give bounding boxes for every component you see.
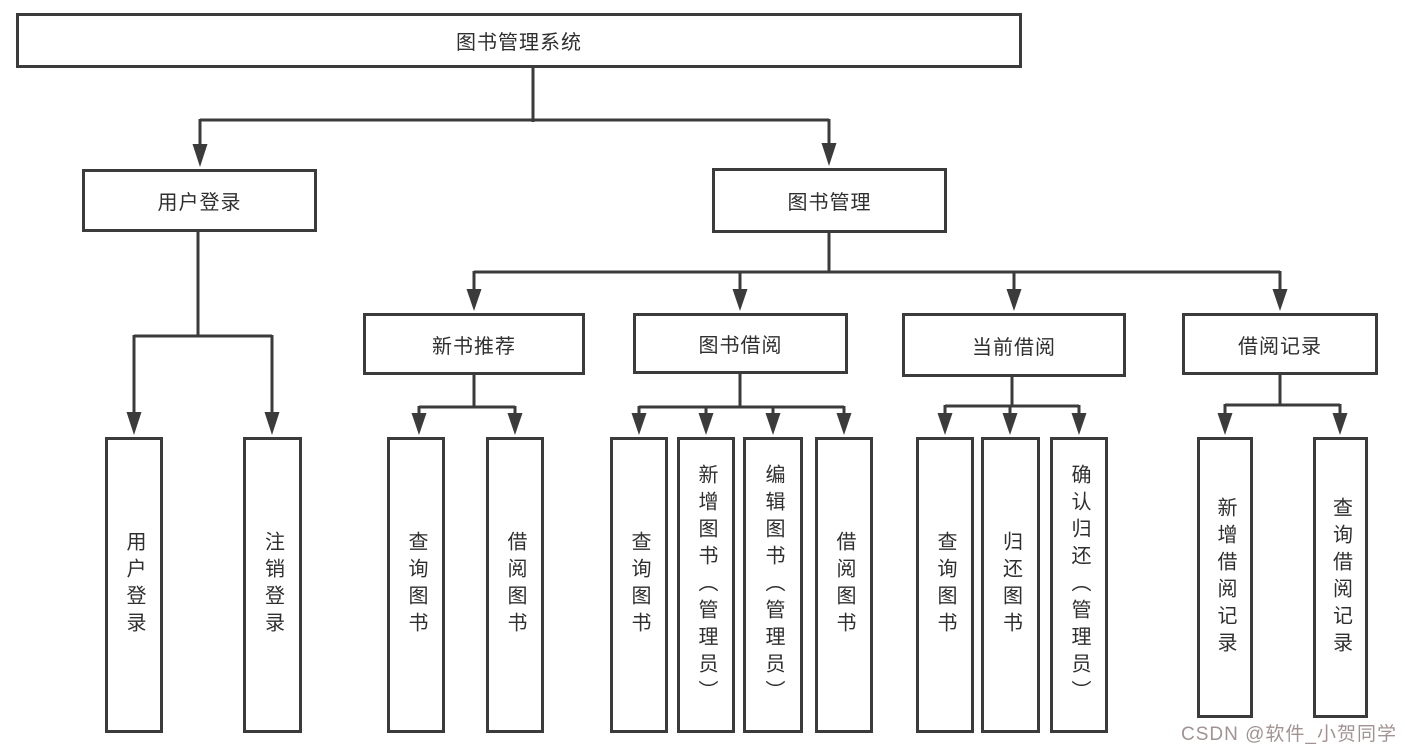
arrow-down-icon bbox=[126, 412, 142, 435]
leaf-label: 借阅图书 bbox=[833, 531, 855, 639]
node-leaf-borrow-books-1: 借阅图书 bbox=[486, 437, 544, 733]
arrow-down-icon bbox=[1071, 413, 1087, 435]
arrow-down-icon bbox=[466, 289, 482, 311]
arrow-down-icon bbox=[698, 413, 714, 435]
node-leaf-return-books: 归还图书 bbox=[981, 437, 1040, 733]
arrow-down-icon bbox=[1006, 289, 1022, 311]
arrow-down-icon bbox=[937, 413, 953, 435]
node-user-login: 用户登录 bbox=[82, 169, 317, 232]
leaf-label: 归还图书 bbox=[999, 531, 1022, 639]
arrowheads bbox=[126, 143, 1348, 435]
node-leaf-add-books-admin: 新增图书（管理员） bbox=[677, 437, 735, 733]
leaf-label: 新增图书（管理员） bbox=[695, 463, 717, 707]
leaf-label: 查询借阅记录 bbox=[1329, 496, 1352, 659]
node-current-borrowing: 当前借阅 bbox=[902, 313, 1126, 377]
node-leaf-query-books-2: 查询图书 bbox=[610, 437, 668, 733]
leaf-label: 编辑图书（管理员） bbox=[762, 463, 784, 707]
arrow-down-icon bbox=[411, 413, 427, 435]
arrow-down-icon bbox=[1217, 413, 1233, 435]
arrow-down-icon bbox=[1332, 413, 1348, 435]
node-leaf-query-borrow-record: 查询借阅记录 bbox=[1313, 437, 1368, 718]
node-root: 图书管理系统 bbox=[16, 13, 1022, 68]
connector-paths bbox=[132, 68, 1342, 417]
leaf-label: 注销登录 bbox=[261, 531, 284, 639]
node-book-borrowing: 图书借阅 bbox=[633, 313, 848, 374]
node-leaf-edit-books-admin: 编辑图书（管理员） bbox=[743, 437, 803, 733]
node-borrowing-records: 借阅记录 bbox=[1182, 313, 1378, 375]
watermark: CSDN @软件_小贺同学 bbox=[1181, 724, 1397, 745]
arrow-down-icon bbox=[1002, 413, 1018, 435]
leaf-label: 用户登录 bbox=[123, 531, 145, 639]
leaf-label: 新增借阅记录 bbox=[1214, 496, 1236, 659]
node-leaf-query-books-1: 查询图书 bbox=[387, 437, 445, 733]
node-new-book-recommend: 新书推荐 bbox=[363, 313, 585, 375]
arrow-down-icon bbox=[836, 413, 852, 435]
arrow-down-icon bbox=[1272, 289, 1288, 311]
arrow-down-icon bbox=[631, 413, 647, 435]
node-leaf-add-borrow-record: 新增借阅记录 bbox=[1197, 437, 1253, 718]
leaf-label: 查询图书 bbox=[628, 531, 650, 639]
node-leaf-user-login: 用户登录 bbox=[105, 437, 163, 733]
arrow-down-icon bbox=[192, 144, 208, 167]
arrow-down-icon bbox=[821, 143, 837, 166]
node-leaf-borrow-books-2: 借阅图书 bbox=[815, 437, 873, 733]
node-leaf-confirm-return-admin: 确认归还（管理员） bbox=[1050, 437, 1108, 733]
arrow-down-icon bbox=[507, 413, 523, 435]
leaf-label: 借阅图书 bbox=[504, 531, 526, 639]
arrow-down-icon bbox=[765, 413, 781, 435]
leaf-label: 查询图书 bbox=[934, 531, 956, 639]
leaf-label: 确认归还（管理员） bbox=[1068, 463, 1090, 707]
node-leaf-logout: 注销登录 bbox=[243, 437, 302, 733]
leaf-label: 查询图书 bbox=[405, 531, 427, 639]
node-book-management: 图书管理 bbox=[712, 168, 947, 233]
node-leaf-query-books-3: 查询图书 bbox=[916, 437, 974, 733]
arrow-down-icon bbox=[732, 289, 748, 311]
arrow-down-icon bbox=[264, 412, 280, 435]
